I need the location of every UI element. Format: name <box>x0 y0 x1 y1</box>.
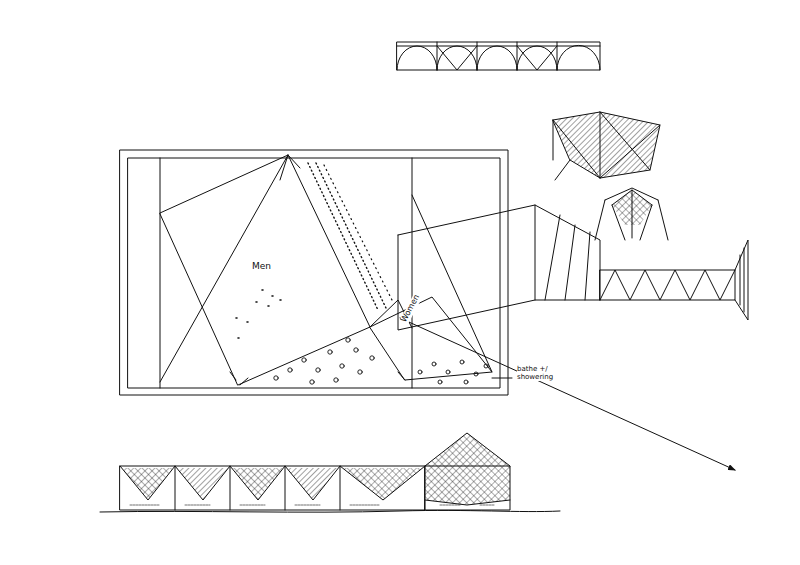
long-elevation <box>100 433 560 512</box>
handwritten-label: bathe +/ showering <box>517 366 577 381</box>
handwritten-label: Women <box>400 293 422 324</box>
floor-plan <box>120 150 735 470</box>
wall-elevation <box>398 205 748 330</box>
roof-sketch <box>553 112 668 240</box>
arch-elevation <box>397 42 600 70</box>
handwritten-label: Men <box>252 262 271 272</box>
